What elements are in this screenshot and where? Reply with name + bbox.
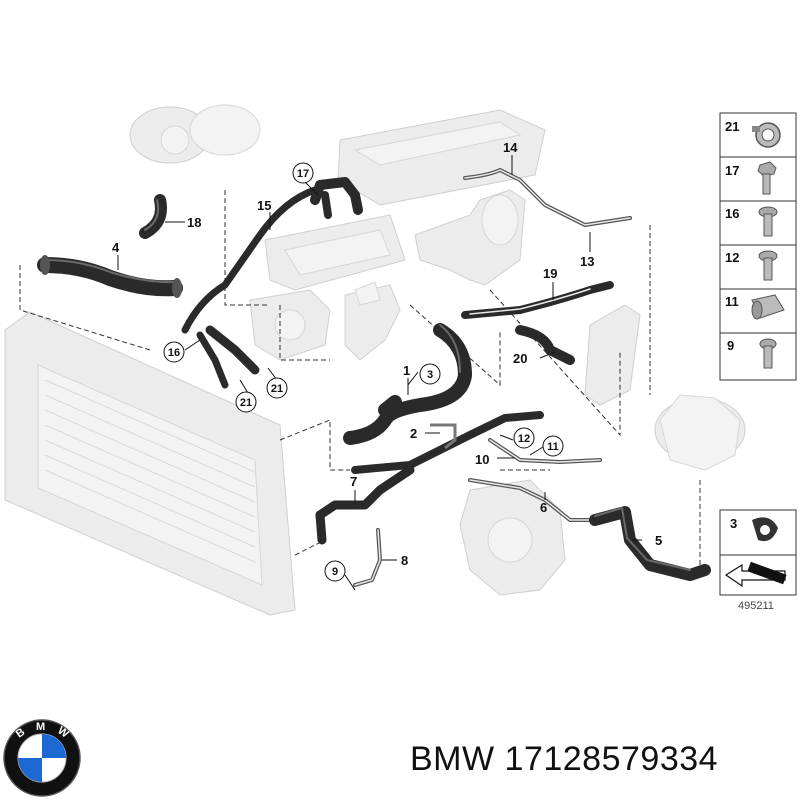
callout-4: 4 <box>112 240 120 255</box>
circled-callout-12: 12 <box>513 427 535 449</box>
pipe-8 <box>353 528 383 587</box>
svg-text:16: 16 <box>168 347 180 359</box>
leader-lines <box>117 155 642 591</box>
pipe-14 <box>463 167 632 228</box>
hose-5 <box>589 506 711 581</box>
hose-clip-icon <box>752 517 778 542</box>
callout-14: 14 <box>503 140 518 155</box>
legend-row-9: 9 <box>727 338 777 369</box>
svg-text:21: 21 <box>271 383 283 395</box>
cylinder-head-ghost <box>337 109 546 206</box>
svg-text:17: 17 <box>725 163 739 178</box>
callout-7: 7 <box>350 474 357 489</box>
legend-num-3: 3 <box>730 516 737 531</box>
callout-19: 19 <box>543 266 557 281</box>
svg-text:9: 9 <box>727 338 734 353</box>
legend-row-21: 21 <box>725 119 781 148</box>
legend-row-17: 17 <box>725 161 777 195</box>
pipe-10-6 <box>351 411 602 522</box>
svg-text:21: 21 <box>240 397 252 409</box>
egr-cooler-ghost <box>264 214 406 291</box>
hose-1 <box>343 323 472 445</box>
legend-row-11: 11 <box>725 294 785 320</box>
hose-18 <box>139 194 167 239</box>
hose-clamp-icon <box>752 122 781 148</box>
svg-text:12: 12 <box>518 433 530 445</box>
svg-text:11: 11 <box>547 441 559 453</box>
assignment-lines <box>19 190 701 565</box>
flange-bolt-icon <box>758 206 778 237</box>
radiator-ghost <box>4 311 296 616</box>
legend-row-12: 12 <box>725 250 778 281</box>
aux-water-pump-ghost <box>459 479 566 596</box>
thermostat-ghost <box>344 281 401 361</box>
svg-text:17: 17 <box>297 168 309 180</box>
diagram-reference-id: 495211 <box>738 600 774 612</box>
pipe-19 <box>461 281 614 319</box>
expansion-tank-ghost <box>654 394 746 471</box>
callout-18: 18 <box>187 215 201 230</box>
svg-text:3: 3 <box>427 369 433 381</box>
hose-7 <box>315 465 415 545</box>
callout-5: 5 <box>655 533 662 548</box>
heat-exchanger-ghost <box>584 304 641 406</box>
circled-callouts: 3 9 11 12 16 17 21 21 <box>163 162 564 582</box>
turbocharger-ghost <box>129 104 261 164</box>
circled-callout-21-b: 21 <box>266 377 288 399</box>
brand-name: BMW <box>410 740 495 778</box>
callout-8: 8 <box>401 553 408 568</box>
callout-labels: 1 2 4 5 6 7 8 10 13 14 15 18 19 20 <box>112 140 662 568</box>
circled-callout-3: 3 <box>419 363 441 385</box>
callout-6: 6 <box>540 500 547 515</box>
svg-text:16: 16 <box>725 206 739 221</box>
parts-legend: 21 17 16 12 <box>719 112 797 381</box>
oil-filter-housing-ghost <box>414 189 526 286</box>
svg-text:12: 12 <box>725 250 739 265</box>
svg-text:M: M <box>36 721 45 733</box>
callout-20: 20 <box>513 351 527 366</box>
circled-callout-21-a: 21 <box>235 391 257 413</box>
svg-text:11: 11 <box>725 294 739 309</box>
callout-1: 1 <box>403 363 410 378</box>
legend-row-16: 16 <box>725 206 778 237</box>
svg-text:9: 9 <box>332 566 338 578</box>
bmw-logo: B M W <box>3 719 81 797</box>
torx-bolt-icon <box>758 250 778 281</box>
svg-text:21: 21 <box>725 119 739 134</box>
circled-callout-11: 11 <box>542 435 564 457</box>
circled-callout-9: 9 <box>324 560 346 582</box>
callout-10: 10 <box>475 452 489 467</box>
part-caption: BMW 17128579334 <box>410 740 718 779</box>
hose-4 <box>37 255 183 298</box>
hose-17-assembly <box>310 177 363 219</box>
pipe-15 <box>181 186 319 389</box>
circled-callout-16: 16 <box>163 341 185 363</box>
legend-clip-box: 3 <box>719 509 797 596</box>
bracket-2 <box>430 423 457 450</box>
direction-arrow-icon <box>724 561 787 588</box>
hose-20 <box>515 325 575 365</box>
hex-bolt-icon <box>757 161 777 195</box>
callout-15: 15 <box>257 198 271 213</box>
circled-callout-17: 17 <box>292 162 314 184</box>
callout-2: 2 <box>410 426 417 441</box>
callout-13: 13 <box>580 254 594 269</box>
sleeve-icon <box>751 294 785 320</box>
part-number: 17128579334 <box>504 740 719 778</box>
screw-icon <box>759 338 777 369</box>
water-pump-ghost <box>249 289 331 361</box>
